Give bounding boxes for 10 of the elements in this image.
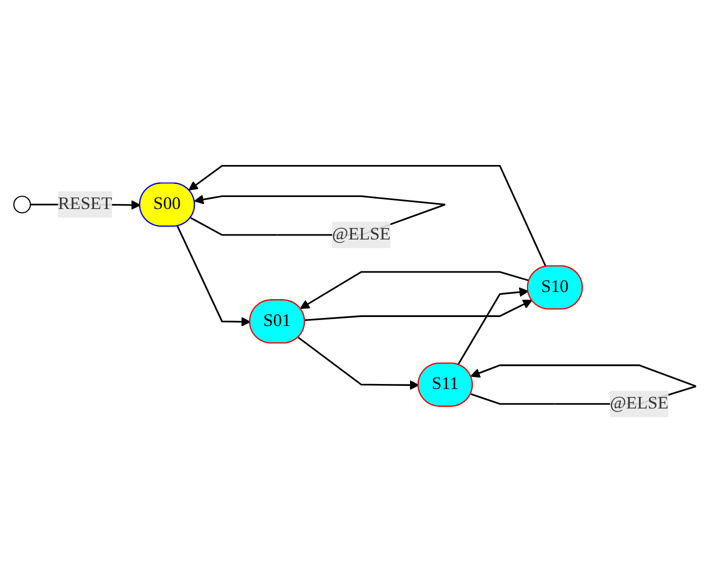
edge-label: @ELSE xyxy=(610,394,668,414)
arrow xyxy=(304,300,532,322)
arrow xyxy=(188,165,547,268)
arrow xyxy=(300,272,530,310)
arrow xyxy=(176,226,251,328)
arrow xyxy=(298,337,420,390)
edge-label: RESET xyxy=(58,195,112,214)
node-circle xyxy=(13,196,31,214)
arrow xyxy=(457,288,529,366)
edge-label: @ELSE xyxy=(332,225,391,244)
